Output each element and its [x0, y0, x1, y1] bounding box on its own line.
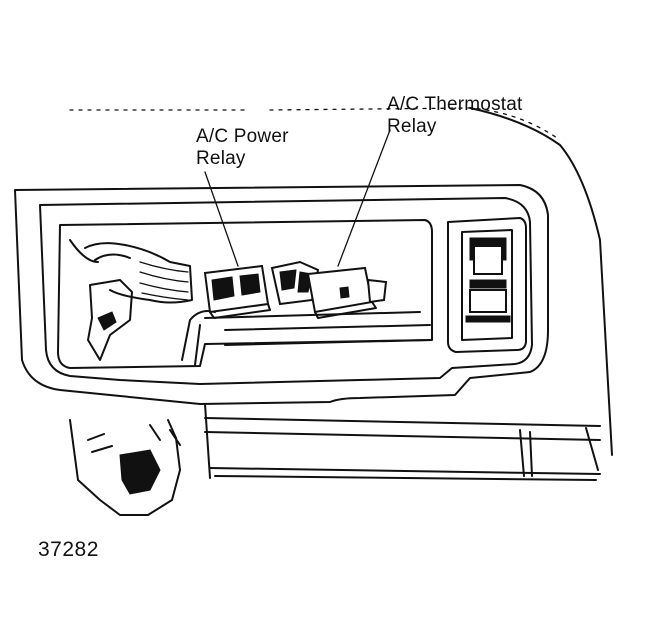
- steering-column-detail: [87, 424, 181, 453]
- lower-rail-top: [204, 417, 601, 427]
- upper-dash-outline: [69, 107, 561, 141]
- thermostat-relay-label: A/C Thermostat Relay: [387, 94, 523, 138]
- rail-end: [585, 427, 599, 471]
- duct-rib-1: [139, 261, 189, 273]
- power-relay-label-line1: A/C Power: [196, 126, 289, 147]
- ac-power-relay: [203, 264, 271, 319]
- lower-rail-mid: [204, 431, 601, 441]
- wiring-strand: [69, 239, 131, 263]
- glovebox-opening: [57, 219, 433, 369]
- duct-rib-2: [139, 271, 189, 283]
- left-bracket-fill: [97, 311, 117, 331]
- power-relay-label: A/C Power Relay: [196, 126, 289, 170]
- dash-panel-outline: [14, 184, 549, 405]
- duct-rib-4: [141, 292, 189, 301]
- switch-panel: [447, 217, 527, 353]
- leader-line-thermostat-relay: [337, 129, 391, 267]
- leader-line-power-relay: [204, 171, 239, 267]
- steering-column-fill: [119, 449, 161, 495]
- lower-rail-low: [209, 467, 601, 475]
- ac-thermostat-relay: [306, 266, 388, 319]
- duct-rib-3: [139, 282, 189, 293]
- upper-dash-solid-edge: [469, 107, 613, 456]
- power-relay-label-line2: Relay: [196, 148, 246, 169]
- relay-mounting-bracket: [204, 311, 431, 346]
- figure-number: 37282: [38, 538, 99, 561]
- ac-duct: [84, 242, 193, 304]
- wire-harness: [181, 310, 216, 366]
- lower-rail-bottom: [214, 475, 597, 481]
- left-bracket: [87, 279, 133, 361]
- steering-column: [69, 419, 181, 516]
- rail-post-left: [204, 403, 211, 479]
- rail-post-right: [519, 429, 533, 477]
- thermostat-relay-label-line2: Relay: [387, 116, 437, 137]
- thermostat-relay-label-line1: A/C Thermostat: [387, 94, 523, 115]
- dash-panel-inner-edge: [39, 197, 533, 385]
